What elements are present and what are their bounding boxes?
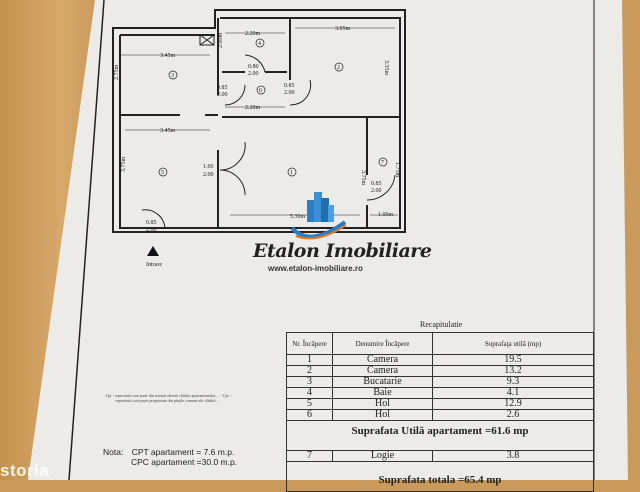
legend-note: - Cpt - reprezintă cota-parte din terenu… [103, 393, 232, 403]
column-header: Nr. Încăpere [286, 332, 333, 355]
storia-watermark: storia [0, 461, 50, 480]
cell: Hol [332, 398, 433, 410]
cell: 13.2 [432, 365, 594, 377]
column-header: Suprafaţa utilă (mp) [432, 332, 594, 355]
dimension: 1.00m [378, 212, 394, 218]
cell: 9.3 [432, 376, 594, 388]
cell: 12.9 [432, 398, 594, 410]
dimension: 1.75m [394, 162, 400, 178]
cell: Baie [332, 387, 433, 399]
cell: 3 [286, 376, 333, 388]
floor-plan [112, 9, 406, 233]
door-width: 0.85 [284, 83, 295, 89]
dimension: 2.00m [218, 33, 224, 49]
dimension: 3.35m [383, 60, 389, 76]
door-width: 0.85 [146, 220, 157, 226]
cell: Bucatarie [332, 376, 433, 388]
cell: 4.1 [432, 387, 594, 399]
cell: Camera [332, 354, 433, 366]
door-height: 2.00 [284, 90, 295, 96]
entrance-label: Intrare [146, 262, 162, 268]
dimension: 3.75m [121, 157, 127, 173]
cell: Logie [332, 450, 433, 462]
cell: 5 [286, 398, 333, 410]
column-header: Denumire Încăpere [332, 332, 433, 355]
cell: Camera [332, 365, 433, 377]
cell: Hol [332, 409, 433, 421]
door-height: 2.00 [146, 227, 157, 233]
room-number: 2 [337, 65, 340, 71]
area-summary-table: Nr. Încăpere Denumire Încăpere Suprafaţa… [286, 332, 594, 492]
cell: 6 [286, 409, 333, 421]
dimension: 5.30m [290, 214, 306, 220]
logo-url: www.etalon-imobiliare.ro [268, 264, 363, 273]
grand-total: Suprafata totala =65.4 mp [286, 461, 594, 492]
dimension: 3.45m [160, 53, 176, 59]
plan-labels: 1 2 3 4 5 6 7 5.30m 3.75m 3.95m 3.35m 3.… [114, 26, 400, 268]
room-number: 3 [171, 73, 174, 79]
dimension: 2.75m [114, 65, 120, 81]
cell: 4 [286, 387, 333, 399]
cell: 2 [286, 365, 333, 377]
logo-mark [290, 192, 347, 240]
door-height: 2.00 [371, 188, 382, 194]
room-number: 7 [381, 160, 384, 166]
cell: 7 [286, 450, 333, 462]
useful-area-total: Suprafata Utilă apartament =61.6 mp [286, 420, 594, 451]
room-number: 6 [259, 88, 262, 94]
cpc-value: CPC apartament =30.0 m.p. [131, 457, 238, 467]
dimension: 3.75m [360, 170, 366, 186]
door-width: 0.80 [248, 64, 259, 70]
table-header-row: Nr. Încăpere Denumire Încăpere Suprafaţa… [286, 332, 594, 355]
cell: 19.5 [432, 354, 594, 366]
cell: 3.8 [432, 450, 594, 462]
nota-label: Nota: [103, 447, 124, 457]
door-width: 0.85 [371, 181, 382, 187]
door-height: 2.00 [203, 172, 214, 178]
cell: 2.6 [432, 409, 594, 421]
room-number: 5 [161, 170, 164, 176]
nota: Nota: CPT apartament = 7.6 m.p. CPC apar… [103, 447, 237, 467]
door-height: 2.00 [248, 71, 259, 77]
cpt-value: CPT apartament = 7.6 m.p. [131, 447, 235, 457]
cell: 1 [286, 354, 333, 366]
dimension: 3.95m [335, 26, 351, 32]
dimension: 2.20m [245, 105, 261, 111]
door-width: 0.85 [217, 85, 228, 91]
dimension: 2.20m [245, 31, 261, 37]
logo-name: Etalon Imobiliare [253, 240, 432, 262]
table-title: Recapitulatie [420, 320, 463, 329]
entrance-arrow-icon [147, 246, 159, 256]
door-height: 2.00 [217, 92, 228, 98]
page-border-left [68, 0, 105, 480]
door-width: 1.60 [203, 164, 214, 170]
dimension: 3.45m [160, 128, 176, 134]
room-number: 4 [258, 41, 261, 47]
room-number: 1 [290, 170, 293, 176]
